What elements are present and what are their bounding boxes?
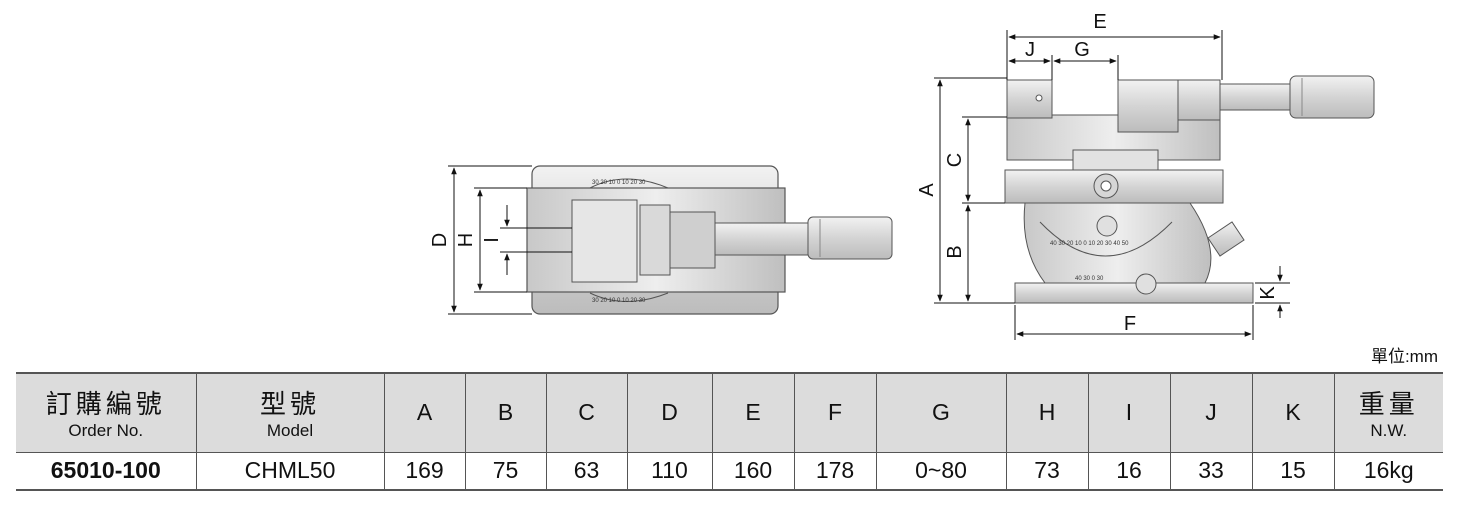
dim-label-G: G	[1074, 39, 1090, 61]
cell-dim-F: 178	[794, 452, 877, 491]
cell-dim-K: 15	[1252, 452, 1335, 491]
cell-dim-D: 110	[627, 452, 713, 491]
header-order-no: 訂購編號 Order No.	[16, 372, 197, 453]
header-dim-J: J	[1170, 372, 1253, 453]
header-dim-E: E	[712, 372, 795, 453]
top-view-scale-bottom	[589, 292, 669, 302]
cell-dim-C: 63	[546, 452, 628, 491]
unit-label: 單位:mm	[1370, 347, 1438, 366]
spec-header-row: 訂購編號 Order No. 型號 Model A B C D E F G H …	[16, 372, 1443, 453]
side-view-lock-knob	[1207, 221, 1245, 257]
top-view-handle	[807, 216, 893, 260]
side-view-bolt-lower	[1135, 273, 1157, 295]
header-weight-cn: 重量	[1358, 389, 1419, 420]
header-dim-B: B	[465, 372, 547, 453]
dim-label-E: E	[1093, 11, 1106, 33]
side-view-screw-housing	[1177, 79, 1221, 121]
top-view-screw	[714, 222, 811, 256]
top-view-fixed-jaw	[571, 199, 638, 283]
scale-label-bottom: 30 20 10 0 10 20 30	[592, 298, 646, 304]
dim-label-B: B	[944, 245, 966, 258]
cell-dim-E: 160	[712, 452, 795, 491]
cell-dim-A: 169	[384, 452, 466, 491]
cell-dim-G: 0~80	[876, 452, 1007, 491]
cell-order-no: 65010-100	[16, 452, 197, 491]
top-view: 30 20 10 0 10 20 30 30 20 10 0 10 20 30	[526, 165, 893, 315]
side-view-bolt-upper	[1096, 215, 1118, 237]
cell-dim-H: 73	[1006, 452, 1089, 491]
dimension-marks-top-view	[448, 165, 572, 315]
spec-table: 訂購編號 Order No. 型號 Model A B C D E F G H …	[16, 372, 1443, 491]
cell-dim-B: 75	[465, 452, 547, 491]
header-dim-A: A	[384, 372, 466, 453]
dim-label-J: J	[1025, 39, 1035, 61]
side-view-screw	[1219, 83, 1296, 111]
header-order-en: Order No.	[68, 421, 144, 441]
side-view-center-block	[1072, 149, 1159, 171]
side-view-scale-arc	[1039, 221, 1173, 257]
header-dim-I: I	[1088, 372, 1171, 453]
header-weight-en: N.W.	[1370, 421, 1408, 441]
header-dim-H: H	[1006, 372, 1089, 453]
side-view-movable-jaw	[1117, 79, 1179, 133]
header-dim-D: D	[627, 372, 713, 453]
table-row: 65010-100 CHML50 169 75 63 110 160 178 0…	[16, 452, 1443, 491]
side-view: 40 30 20 10 0 10 20 30 40 50 40 30 0 30	[1004, 75, 1375, 304]
header-dim-F: F	[794, 372, 877, 453]
dim-label-A: A	[916, 183, 938, 197]
top-view-scale-top	[589, 178, 669, 189]
dim-label-D: D	[429, 233, 451, 247]
technical-drawing: 30 20 10 0 10 20 30 30 20 10 0 10 20 30 …	[429, 11, 1375, 340]
dim-label-C: C	[944, 153, 966, 167]
header-order-cn: 訂購編號	[45, 389, 166, 420]
side-view-fixed-jaw	[1006, 79, 1053, 119]
header-model-en: Model	[266, 421, 314, 441]
scale-label-top: 30 20 10 0 10 20 30	[592, 180, 646, 186]
dimension-marks-side-view	[934, 30, 1290, 340]
cell-dim-I: 16	[1088, 452, 1171, 491]
dim-label-K: K	[1257, 286, 1279, 300]
side-view-handle	[1289, 75, 1375, 119]
header-model-cn: 型號	[259, 389, 320, 420]
top-view-slide	[669, 211, 716, 269]
scale-label-side: 40 30 20 10 0 10 20 30 40 50	[1050, 241, 1129, 247]
side-view-base	[1014, 282, 1254, 304]
header-dim-C: C	[546, 372, 628, 453]
cell-weight: 16kg	[1334, 452, 1443, 491]
top-view-movable-jaw	[639, 204, 671, 276]
dim-label-F: F	[1124, 313, 1136, 335]
scale-label-side-low: 40 30 0 30	[1075, 276, 1104, 282]
header-dim-K: K	[1252, 372, 1335, 453]
cell-model: CHML50	[196, 452, 385, 491]
header-weight: 重量 N.W.	[1334, 372, 1443, 453]
dim-label-I: I	[481, 237, 503, 243]
dim-label-H: H	[455, 233, 477, 247]
cell-dim-J: 33	[1170, 452, 1253, 491]
header-dim-G: G	[876, 372, 1007, 453]
side-view-tilt-plate	[1023, 202, 1212, 284]
header-model: 型號 Model	[196, 372, 385, 453]
